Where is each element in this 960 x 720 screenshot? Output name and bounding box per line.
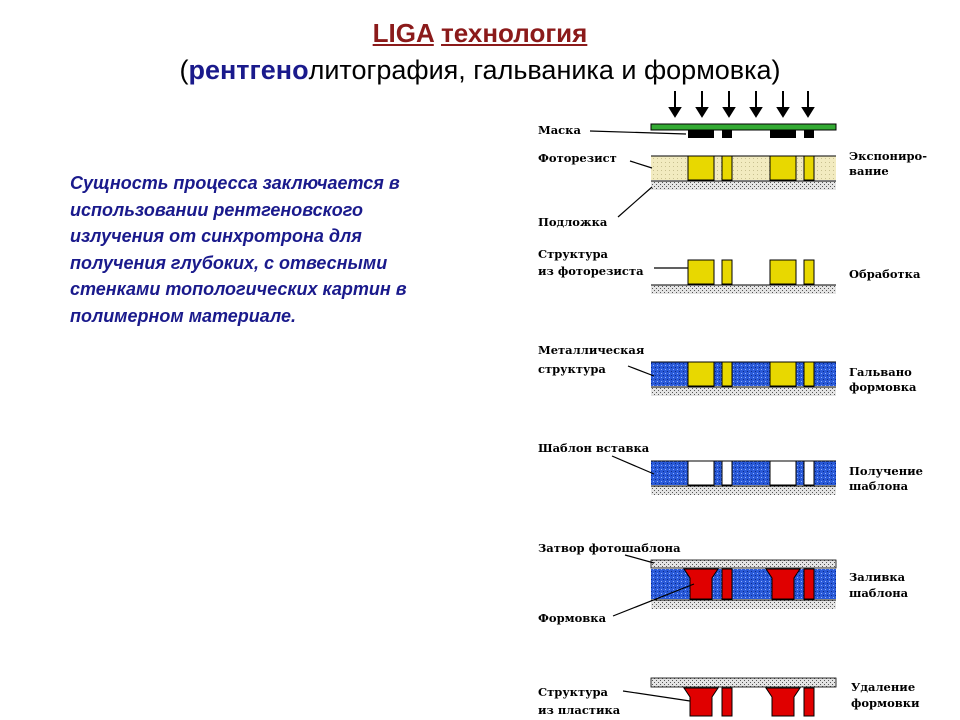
leader-lines xyxy=(589,130,695,702)
title-rest: литография, гальваника и формовка) xyxy=(308,55,781,85)
label-plastic-structure-1: Структура xyxy=(538,685,609,699)
label-molding: Формовка xyxy=(538,611,607,625)
step-development xyxy=(651,259,836,294)
label-shutter: Затвор фотошаблона xyxy=(538,541,681,555)
step-exposure xyxy=(650,123,837,190)
label-exposure-2: вание xyxy=(849,164,889,178)
title-line-2: (рентгенолитография, гальваника и формов… xyxy=(0,50,960,90)
label-processing: Обработка xyxy=(849,267,921,281)
label-removal-2: формовки xyxy=(851,696,920,710)
label-resist-structure-1: Структура xyxy=(538,247,609,261)
label-photoresist: Фоторезист xyxy=(538,151,617,165)
label-electroforming-1: Гальвано xyxy=(849,365,912,379)
title-paren-open: ( xyxy=(179,55,189,85)
slide-title: LIGA технология (рентгенолитография, гал… xyxy=(0,16,960,90)
description-text: Сущность процесса заключается в использо… xyxy=(70,173,407,326)
label-exposure-1: Экспониро- xyxy=(849,149,927,163)
liga-process-diagram: Маска Фоторезист Подложка Структура из ф… xyxy=(538,91,927,717)
label-filling-2: шаблона xyxy=(849,586,909,600)
title-highlight: рентгено xyxy=(188,55,309,85)
label-resist-structure-2: из фоторезиста xyxy=(538,264,644,278)
step-filling xyxy=(650,559,837,609)
title-technology: технология xyxy=(441,18,588,48)
label-template-2: шаблона xyxy=(849,479,909,493)
label-substrate: Подложка xyxy=(538,215,608,229)
title-line-1: LIGA технология xyxy=(0,16,960,50)
label-template-1: Получение xyxy=(849,464,923,478)
step-removal xyxy=(650,677,837,717)
label-filling-1: Заливка xyxy=(849,570,906,584)
label-metal-structure-2: структура xyxy=(538,362,606,376)
xray-arrows xyxy=(668,91,815,118)
title-liga: LIGA xyxy=(372,18,434,48)
step-template xyxy=(651,460,836,495)
label-mask: Маска xyxy=(538,123,581,137)
label-metal-structure-1: Металлическая xyxy=(538,343,645,357)
label-removal-1: Удаление xyxy=(851,680,915,694)
label-electroforming-2: формовка xyxy=(849,380,917,394)
label-template-insert: Шаблон вставка xyxy=(538,441,650,455)
step-electroforming xyxy=(651,361,836,396)
label-plastic-structure-2: из пластика xyxy=(538,703,621,717)
